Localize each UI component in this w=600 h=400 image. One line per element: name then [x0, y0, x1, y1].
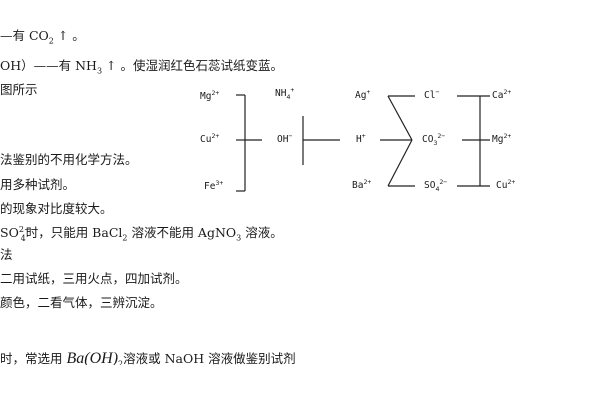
- ion-symbol: Mg: [492, 134, 504, 145]
- ion-charge: 2+: [503, 87, 512, 96]
- ion-cu-left: Cu2+: [200, 131, 220, 146]
- subscript: 2: [48, 36, 54, 46]
- text-line-steps: 二用试纸，三用火点，四加试剂。: [0, 271, 188, 286]
- ion-charge: +: [361, 131, 366, 140]
- text-line-nh3: OH）——有 NH3 ↑ 。使湿润红色石蕊试纸变蓝。: [0, 58, 283, 76]
- ion-so4: SO42−: [424, 177, 448, 193]
- so4-part: SO: [0, 225, 19, 240]
- ion-mg-right: Mg2+: [492, 131, 512, 146]
- ion-subscript: 4: [286, 92, 291, 101]
- ion-symbol: NH: [275, 88, 287, 99]
- text-line-observe: 颜色，二看气体，三辨沉淀。: [0, 295, 163, 310]
- ion-charge: 2+: [211, 131, 220, 140]
- subscript: 3: [236, 233, 242, 243]
- ion-charge: +: [290, 85, 295, 94]
- ion-symbol: OH: [277, 134, 289, 145]
- text-line-nh3-tail: ↑ 。使湿润红色石蕊试纸变蓝。: [102, 58, 283, 73]
- ion-fe: Fe3+: [204, 178, 224, 193]
- text-line-clipped: 时，常选用 Ba(OH)2溶液或 NaOH 溶液做鉴别试剂: [0, 351, 420, 365]
- ion-charge: +: [366, 87, 371, 96]
- ion-charge: −: [288, 131, 293, 140]
- superscript: 2−: [18, 224, 31, 234]
- ion-symbol: Fe: [204, 181, 216, 192]
- ion-ca: Ca2+: [492, 87, 512, 102]
- text-line-so4: SO2−4时，只能用 BaCl2 溶液不能用 AgNO3 溶液。: [0, 224, 283, 243]
- ion-symbol: Cl: [424, 90, 436, 101]
- ion-h: H+: [356, 131, 366, 146]
- baoh-tail: 溶液或 NaOH 溶液做鉴别试剂: [123, 351, 296, 365]
- text-line-figure-ref: 图所示: [0, 82, 38, 97]
- so4-mid2: 溶液不能用 AgNO: [127, 225, 237, 240]
- ion-charge: 2+: [503, 131, 512, 140]
- text-line-baoh: 时，常选用 Ba(OH)2溶液或 NaOH 溶液做鉴别试剂: [0, 351, 420, 365]
- baoh-formula: Ba(OH): [66, 351, 119, 365]
- ion-symbol: Mg: [200, 91, 212, 102]
- ion-charge: 2+: [211, 88, 220, 97]
- baoh-part: 时，常选用: [0, 351, 67, 365]
- so4-tail: 溶液。: [241, 225, 283, 240]
- text-line-co2-tail: ↑ 。: [53, 28, 85, 43]
- text-line-method-1: 法鉴别的不用化学方法。: [0, 152, 138, 167]
- text-line-nh3-part: OH）——有 NH: [0, 58, 97, 73]
- ion-charge: 2+: [363, 177, 372, 186]
- ion-mg-left: Mg2+: [200, 88, 220, 103]
- zigzag-upper: [387, 95, 413, 141]
- ion-nh4: NH4+: [275, 85, 295, 101]
- ion-symbol: Ba: [352, 180, 364, 191]
- subscript: 2: [118, 359, 124, 365]
- ion-subscript: 3: [433, 138, 438, 147]
- subscript: 2: [122, 233, 128, 243]
- ion-cl: Cl−: [424, 87, 440, 102]
- text-line-co2-part: —有 CO: [0, 28, 49, 43]
- ion-symbol: Ca: [492, 90, 504, 101]
- ion-oh: OH−: [277, 131, 293, 146]
- text-line-method-3: 的现象对比度较大。: [0, 201, 113, 216]
- ion-subscript: 4: [435, 184, 440, 193]
- ion-charge: −: [435, 87, 440, 96]
- ion-charge: 3+: [215, 178, 224, 187]
- ion-cu-right: Cu2+: [496, 177, 516, 192]
- ion-charge: 2−: [437, 131, 446, 140]
- text-line-fa: 法: [0, 247, 13, 262]
- ion-charge: 2+: [507, 177, 516, 186]
- text-line-method-2: 用多种试剂。: [0, 177, 76, 192]
- subscript: 3: [96, 66, 103, 76]
- zigzag-lower: [387, 139, 413, 187]
- ion-ag: Ag+: [355, 87, 371, 102]
- ion-symbol: CO: [422, 134, 434, 145]
- ion-symbol: Ag: [355, 90, 367, 101]
- text-line-co2: —有 CO2 ↑ 。: [0, 28, 85, 46]
- ion-ba: Ba2+: [352, 177, 372, 192]
- ion-symbol: H: [356, 134, 362, 145]
- ion-charge: 2−: [439, 177, 448, 186]
- ion-symbol: SO: [424, 180, 436, 191]
- so4-mid: 时，只能用 BaCl: [25, 225, 123, 240]
- subscript: 4: [20, 233, 26, 243]
- ion-co3: CO32−: [422, 131, 446, 147]
- ion-symbol: Cu: [496, 180, 508, 191]
- ion-symbol: Cu: [200, 134, 212, 145]
